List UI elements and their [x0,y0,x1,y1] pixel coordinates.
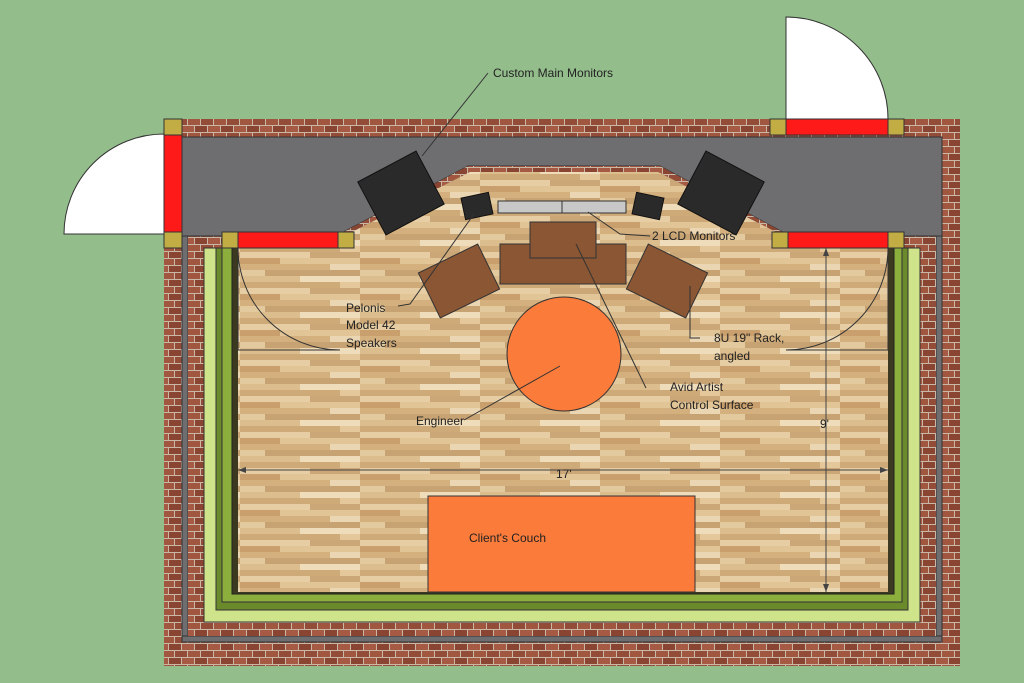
main-monitor-left [357,150,445,236]
post [337,231,355,249]
label-speakers-line1: Pelonis [346,301,385,315]
avid-control-surface [529,221,597,259]
side-soffit-left [181,235,189,643]
label-depth-dimension: 9' [820,417,829,431]
label-width-dimension: 17' [556,467,572,481]
leader-control-surface [575,243,647,389]
label-speakers-line3: Speakers [346,336,397,350]
leader-rack [689,286,700,339]
post [887,118,905,136]
width-dimension [238,467,888,473]
post [887,231,905,249]
left-door-frame [163,133,183,235]
label-control-line1: Avid Artist [670,380,724,394]
rack-right [625,243,709,319]
engineer-chair [506,296,622,412]
pelonis-speaker-left [460,191,494,221]
clients-couch [427,495,696,593]
inner-right-door-swing[interactable] [785,247,889,351]
leader-speakers [397,213,475,307]
top-right-door-swing[interactable] [785,16,889,120]
main-monitor-right [677,150,765,236]
leader-engineer [463,365,561,421]
post [163,231,183,249]
post [769,118,787,136]
label-rack-line1: 8U 19" Rack, [714,331,784,345]
post [771,231,789,249]
label-lcd-monitors: 2 LCD Monitors [652,229,735,243]
leader-main-monitors [421,72,489,157]
label-speakers-line2: Model 42 [346,318,396,332]
label-couch: Client's Couch [469,531,546,545]
depth-dimension [823,248,829,592]
label-control-line2: Control Surface [670,398,754,412]
post [221,231,239,249]
inner-left-door-swing[interactable] [237,247,341,351]
bottom-soffit [181,635,943,643]
label-rack-line2: angled [714,349,750,363]
side-soffit-right [935,235,943,643]
leader-lcd-monitors [587,211,651,237]
inner-right-door-frame [785,231,891,249]
pelonis-speaker-right [631,191,665,221]
label-main-monitors: Custom Main Monitors [493,66,613,80]
post [163,118,183,136]
left-outer-door-swing[interactable] [63,133,165,235]
lcd-monitor-left [497,200,563,214]
top-right-door-frame [785,118,891,136]
lcd-monitor-right [561,200,627,214]
label-engineer: Engineer [416,414,464,428]
inner-left-door-frame [235,231,341,249]
rack-left [417,243,501,319]
